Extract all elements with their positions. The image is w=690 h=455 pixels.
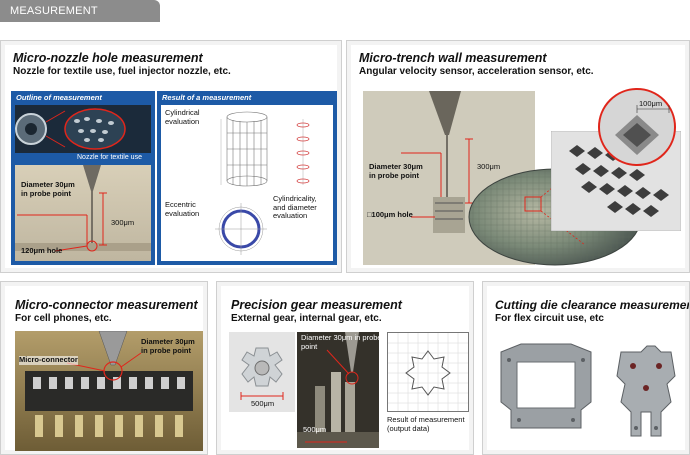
- connector-photo: [15, 331, 203, 451]
- trench-depth-label: 300μm: [477, 162, 501, 171]
- section-tag: MEASUREMENT EXAMPLES: [0, 0, 160, 39]
- probe-photo: [15, 165, 151, 261]
- gear-500-label: 500μm: [303, 425, 327, 434]
- nozzle-subtitle: Nozzle for textile use, fuel injector no…: [13, 66, 231, 77]
- gear-result-label: Result of measurement(output data): [387, 415, 465, 433]
- hole-120-label: 120μm hole: [21, 246, 63, 255]
- die-title: Cutting die clearance measurement: [495, 298, 690, 312]
- depth-300-label: 300μm: [111, 218, 135, 227]
- nozzle-textile-label: Nozzle for textile use: [77, 154, 142, 161]
- result-graphs: [215, 111, 310, 255]
- nozzle-title: Micro-nozzle hole measurement: [13, 51, 203, 65]
- result-panel: Result of a measurement: [157, 91, 337, 265]
- probe-illustration: [15, 165, 151, 261]
- gear-card: Precision gear measurement External gear…: [216, 281, 474, 455]
- die-frame-left: [500, 343, 592, 429]
- zoom-100-label: 100μm: [639, 99, 663, 108]
- outline-panel: Outline of measurement: [11, 91, 155, 265]
- magnifier-illustration: [598, 88, 676, 166]
- gear-result-plot: [388, 333, 468, 411]
- result-sheet: [161, 105, 333, 261]
- connector-illustration: [15, 331, 203, 451]
- trench-subtitle: Angular velocity sensor, acceleration se…: [359, 66, 594, 77]
- nozzle-card: Micro-nozzle hole measurement Nozzle for…: [0, 40, 342, 273]
- gear-probe-photo: [297, 332, 379, 448]
- trench-title: Micro-trench wall measurement: [359, 51, 547, 65]
- gear-title: Precision gear measurement: [231, 298, 402, 312]
- nozzle-photo: [15, 105, 151, 153]
- connector-card: Micro-connector measurement For cell pho…: [0, 281, 208, 455]
- nozzle-illustration: [15, 108, 126, 150]
- die-part-right: [616, 345, 676, 437]
- gear-photo: [229, 332, 295, 412]
- die-illustration: [500, 343, 676, 437]
- gear-probe-illustration: [297, 332, 379, 448]
- outline-heading: Outline of measurement: [16, 93, 102, 102]
- connector-subtitle: For cell phones, etc.: [15, 313, 112, 324]
- die-subtitle: For flex circuit use, etc: [495, 313, 604, 324]
- connector-title: Micro-connector measurement: [15, 298, 198, 312]
- gear-size-label: 500μm: [251, 399, 275, 408]
- result-heading: Result of a measurement: [162, 93, 252, 102]
- trench-hole-label: □100μm hole: [367, 210, 413, 219]
- gear-result-graph: [387, 332, 469, 412]
- die-card: Cutting die clearance measurement For fl…: [482, 281, 690, 455]
- micro-connector-label: Micro-connector: [19, 355, 78, 365]
- gear-subtitle: External gear, internal gear, etc.: [231, 313, 382, 324]
- trench-card: Micro-trench wall measurement Angular ve…: [346, 40, 690, 273]
- gear-illustration: [240, 347, 284, 400]
